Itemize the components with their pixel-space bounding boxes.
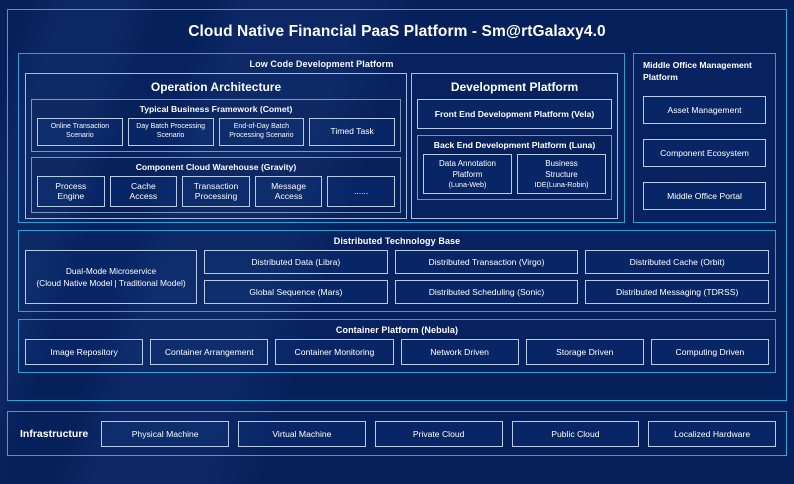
cell-distributed-messaging[interactable]: Distributed Messaging (TDRSS) bbox=[585, 280, 770, 304]
distributed-column-3: Distributed Cache (Orbit) Distributed Me… bbox=[585, 250, 770, 304]
chip-cache-access[interactable]: Cache Access bbox=[109, 175, 178, 207]
chip-message-access[interactable]: Message Access bbox=[254, 175, 323, 207]
chip-business-structure-ide[interactable]: Business Structure IDE(Luna-Robin) bbox=[517, 154, 606, 194]
box-front-end-development-platform[interactable]: Front End Development Platform (Vela) bbox=[417, 99, 612, 129]
cell-localized-hardware[interactable]: Localized Hardware bbox=[648, 420, 777, 447]
component-cloud-warehouse-items: Process Engine Cache Access Transaction … bbox=[37, 175, 395, 207]
infrastructure-label: Infrastructure bbox=[20, 427, 89, 440]
group-component-cloud-warehouse: Component Cloud Warehouse (Gravity) Proc… bbox=[31, 156, 401, 213]
cell-global-sequence[interactable]: Global Sequence (Mars) bbox=[204, 280, 388, 304]
chip-online-transaction-scenario[interactable]: Online Transaction Scenario bbox=[37, 118, 123, 146]
distributed-column-1: Distributed Data (Libra) Global Sequence… bbox=[204, 250, 388, 304]
group-typical-business-framework: Typical Business Framework (Comet) Onlin… bbox=[31, 99, 401, 152]
section-infrastructure: Infrastructure Physical Machine Virtual … bbox=[7, 411, 787, 456]
back-end-items: Data Annotation Platform (Luna-Web) Busi… bbox=[423, 154, 606, 194]
cell-physical-machine[interactable]: Physical Machine bbox=[101, 420, 230, 447]
chip-line-1: Business bbox=[545, 158, 578, 168]
chip-day-batch-processing-scenario[interactable]: Day Batch Processing Scenario bbox=[127, 118, 214, 146]
component-cloud-warehouse-title: Component Cloud Warehouse (Gravity) bbox=[135, 161, 297, 172]
cell-distributed-transaction[interactable]: Distributed Transaction (Virgo) bbox=[394, 250, 579, 274]
chip-transaction-processing[interactable]: Transaction Processing bbox=[182, 175, 250, 207]
box-dual-mode-microservice[interactable]: Dual-Mode Microservice (Cloud Native Mod… bbox=[25, 250, 197, 304]
chip-line-1: Data Annotation bbox=[439, 158, 496, 168]
cell-public-cloud[interactable]: Public Cloud bbox=[511, 420, 640, 447]
section-container-platform: Container Platform (Nebula) Image Reposi… bbox=[18, 319, 776, 373]
development-platform-title: Development Platform bbox=[450, 80, 579, 94]
middle-office-title: Middle Office Management Platform bbox=[643, 60, 752, 82]
top-row: Low Code Development Platform Operation … bbox=[18, 53, 776, 223]
typical-business-framework-items: Online Transaction Scenario Day Batch Pr… bbox=[37, 118, 395, 146]
low-code-inner: Operation Architecture Typical Business … bbox=[19, 73, 624, 225]
cell-container-arrangement[interactable]: Container Arrangement bbox=[150, 339, 269, 365]
cell-computing-driven[interactable]: Computing Driven bbox=[650, 339, 770, 365]
subsection-operation-architecture: Operation Architecture Typical Business … bbox=[25, 73, 407, 219]
distributed-technology-columns: Distributed Data (Libra) Global Sequence… bbox=[204, 250, 770, 304]
middle-office-item-component-ecosystem[interactable]: Component Ecosystem bbox=[643, 138, 766, 167]
cell-distributed-data[interactable]: Distributed Data (Libra) bbox=[204, 250, 388, 274]
subsection-development-platform: Development Platform Front End Developme… bbox=[411, 73, 618, 219]
distributed-column-2: Distributed Transaction (Virgo) Distribu… bbox=[394, 250, 579, 304]
chip-line-3: IDE(Luna-Robin) bbox=[534, 180, 589, 190]
chip-data-annotation-platform[interactable]: Data Annotation Platform (Luna-Web) bbox=[423, 154, 512, 194]
middle-office-item-asset-management[interactable]: Asset Management bbox=[643, 95, 766, 124]
cell-virtual-machine[interactable]: Virtual Machine bbox=[238, 420, 366, 447]
chip-line-3: (Luna-Web) bbox=[448, 180, 487, 190]
cell-container-monitoring[interactable]: Container Monitoring bbox=[275, 339, 394, 365]
chip-line-2: Platform bbox=[452, 169, 483, 179]
chip-line-2: Structure bbox=[545, 169, 578, 179]
section-distributed-technology-base: Distributed Technology Base Dual-Mode Mi… bbox=[18, 230, 776, 312]
cell-image-repository[interactable]: Image Repository bbox=[25, 339, 144, 365]
page-title: Cloud Native Financial PaaS Platform - S… bbox=[188, 22, 606, 40]
chip-process-engine[interactable]: Process Engine bbox=[37, 175, 105, 207]
group-back-end-development-platform: Back End Development Platform (Luna) Dat… bbox=[417, 135, 612, 200]
container-platform-title: Container Platform (Nebula) bbox=[335, 325, 459, 335]
section-middle-office-management-platform: Middle Office Management Platform Asset … bbox=[633, 53, 776, 223]
platform-main-frame: Cloud Native Financial PaaS Platform - S… bbox=[7, 9, 787, 401]
cell-network-driven[interactable]: Network Driven bbox=[400, 339, 519, 365]
cell-private-cloud[interactable]: Private Cloud bbox=[374, 420, 503, 447]
section-low-code-development-platform: Low Code Development Platform Operation … bbox=[18, 53, 625, 223]
cell-distributed-cache[interactable]: Distributed Cache (Orbit) bbox=[585, 250, 770, 274]
frame-body: Low Code Development Platform Operation … bbox=[8, 53, 786, 400]
distributed-technology-base-grid: Dual-Mode Microservice (Cloud Native Mod… bbox=[25, 250, 770, 304]
operation-architecture-title: Operation Architecture bbox=[150, 80, 282, 94]
typical-business-framework-title: Typical Business Framework (Comet) bbox=[139, 104, 293, 114]
cell-storage-driven[interactable]: Storage Driven bbox=[525, 339, 644, 365]
middle-office-list: Asset Management Component Ecosystem Mid… bbox=[643, 91, 766, 214]
distributed-technology-base-title: Distributed Technology Base bbox=[333, 236, 461, 246]
middle-office-item-middle-office-portal[interactable]: Middle Office Portal bbox=[643, 181, 766, 210]
cell-distributed-scheduling[interactable]: Distributed Scheduling (Sonic) bbox=[394, 280, 579, 304]
back-end-development-platform-title: Back End Development Platform (Luna) bbox=[433, 140, 596, 150]
chip-end-of-day-batch-processing-scenario[interactable]: End-of-Day Batch Processing Scenario bbox=[218, 118, 305, 146]
title-bar: Cloud Native Financial PaaS Platform - S… bbox=[8, 10, 786, 53]
chip-more-ellipsis[interactable]: ...... bbox=[327, 175, 395, 207]
low-code-title: Low Code Development Platform bbox=[249, 59, 394, 69]
container-platform-row: Image Repository Container Arrangement C… bbox=[25, 339, 770, 365]
chip-timed-task[interactable]: Timed Task bbox=[309, 118, 395, 146]
